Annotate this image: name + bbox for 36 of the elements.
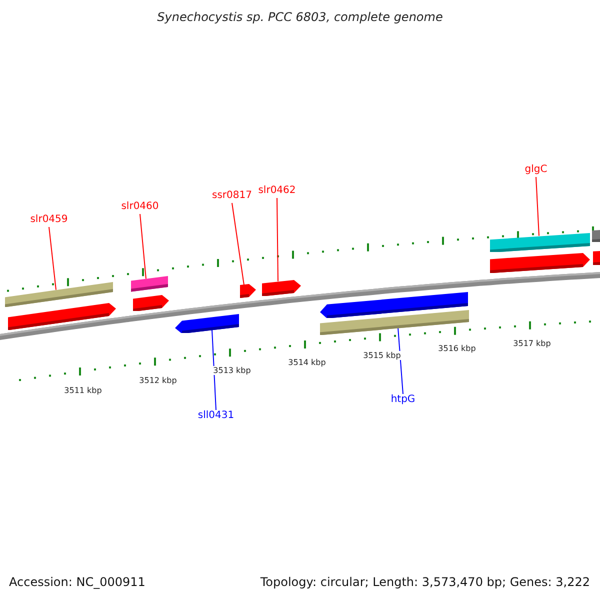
gene-block — [262, 280, 301, 296]
gene-block — [133, 294, 169, 312]
feature-bar — [5, 282, 113, 308]
feature-bar — [320, 310, 469, 335]
gene-label: ssr0817 — [212, 190, 252, 201]
genome-summary: Topology: circular; Length: 3,573,470 bp; Genes: 3,222 — [260, 575, 590, 589]
scale-label: 3515 kbp — [363, 351, 401, 360]
gene-label: slr0459 — [30, 214, 68, 225]
leader-line — [212, 329, 216, 410]
gene-label: htpG — [390, 394, 416, 405]
leader-line — [140, 214, 146, 280]
leader-line — [398, 327, 404, 394]
gene-label: slr0462 — [258, 185, 296, 196]
gene-block — [8, 302, 116, 330]
gene-label: glgC — [524, 164, 548, 175]
scale-label: 3516 kbp — [438, 344, 476, 353]
leader-line — [232, 202, 244, 286]
gene-block — [490, 252, 590, 274]
scale-label: 3514 kbp — [288, 358, 326, 367]
title: Synechocystis sp. PCC 6803, complete genome — [157, 10, 443, 24]
scale-label: 3513 kbp — [213, 366, 251, 375]
leader-line — [276, 198, 278, 282]
leader-line — [48, 226, 56, 290]
feature-bar — [131, 276, 168, 292]
feature-bar — [592, 230, 600, 242]
scale-label: 3511 kbp — [64, 386, 102, 395]
gene-block — [240, 284, 256, 298]
feature-bar — [593, 251, 600, 266]
scale-label: 3517 kbp — [513, 339, 551, 348]
gene-label: sll0431 — [198, 410, 234, 421]
leader-line — [536, 176, 540, 236]
scale-label: 3512 kbp — [139, 376, 177, 385]
gene-block — [175, 314, 239, 334]
gene-label: slr0460 — [121, 201, 159, 212]
feature-bar — [490, 232, 590, 252]
accession-text: Accession: NC_000911 — [9, 575, 146, 589]
